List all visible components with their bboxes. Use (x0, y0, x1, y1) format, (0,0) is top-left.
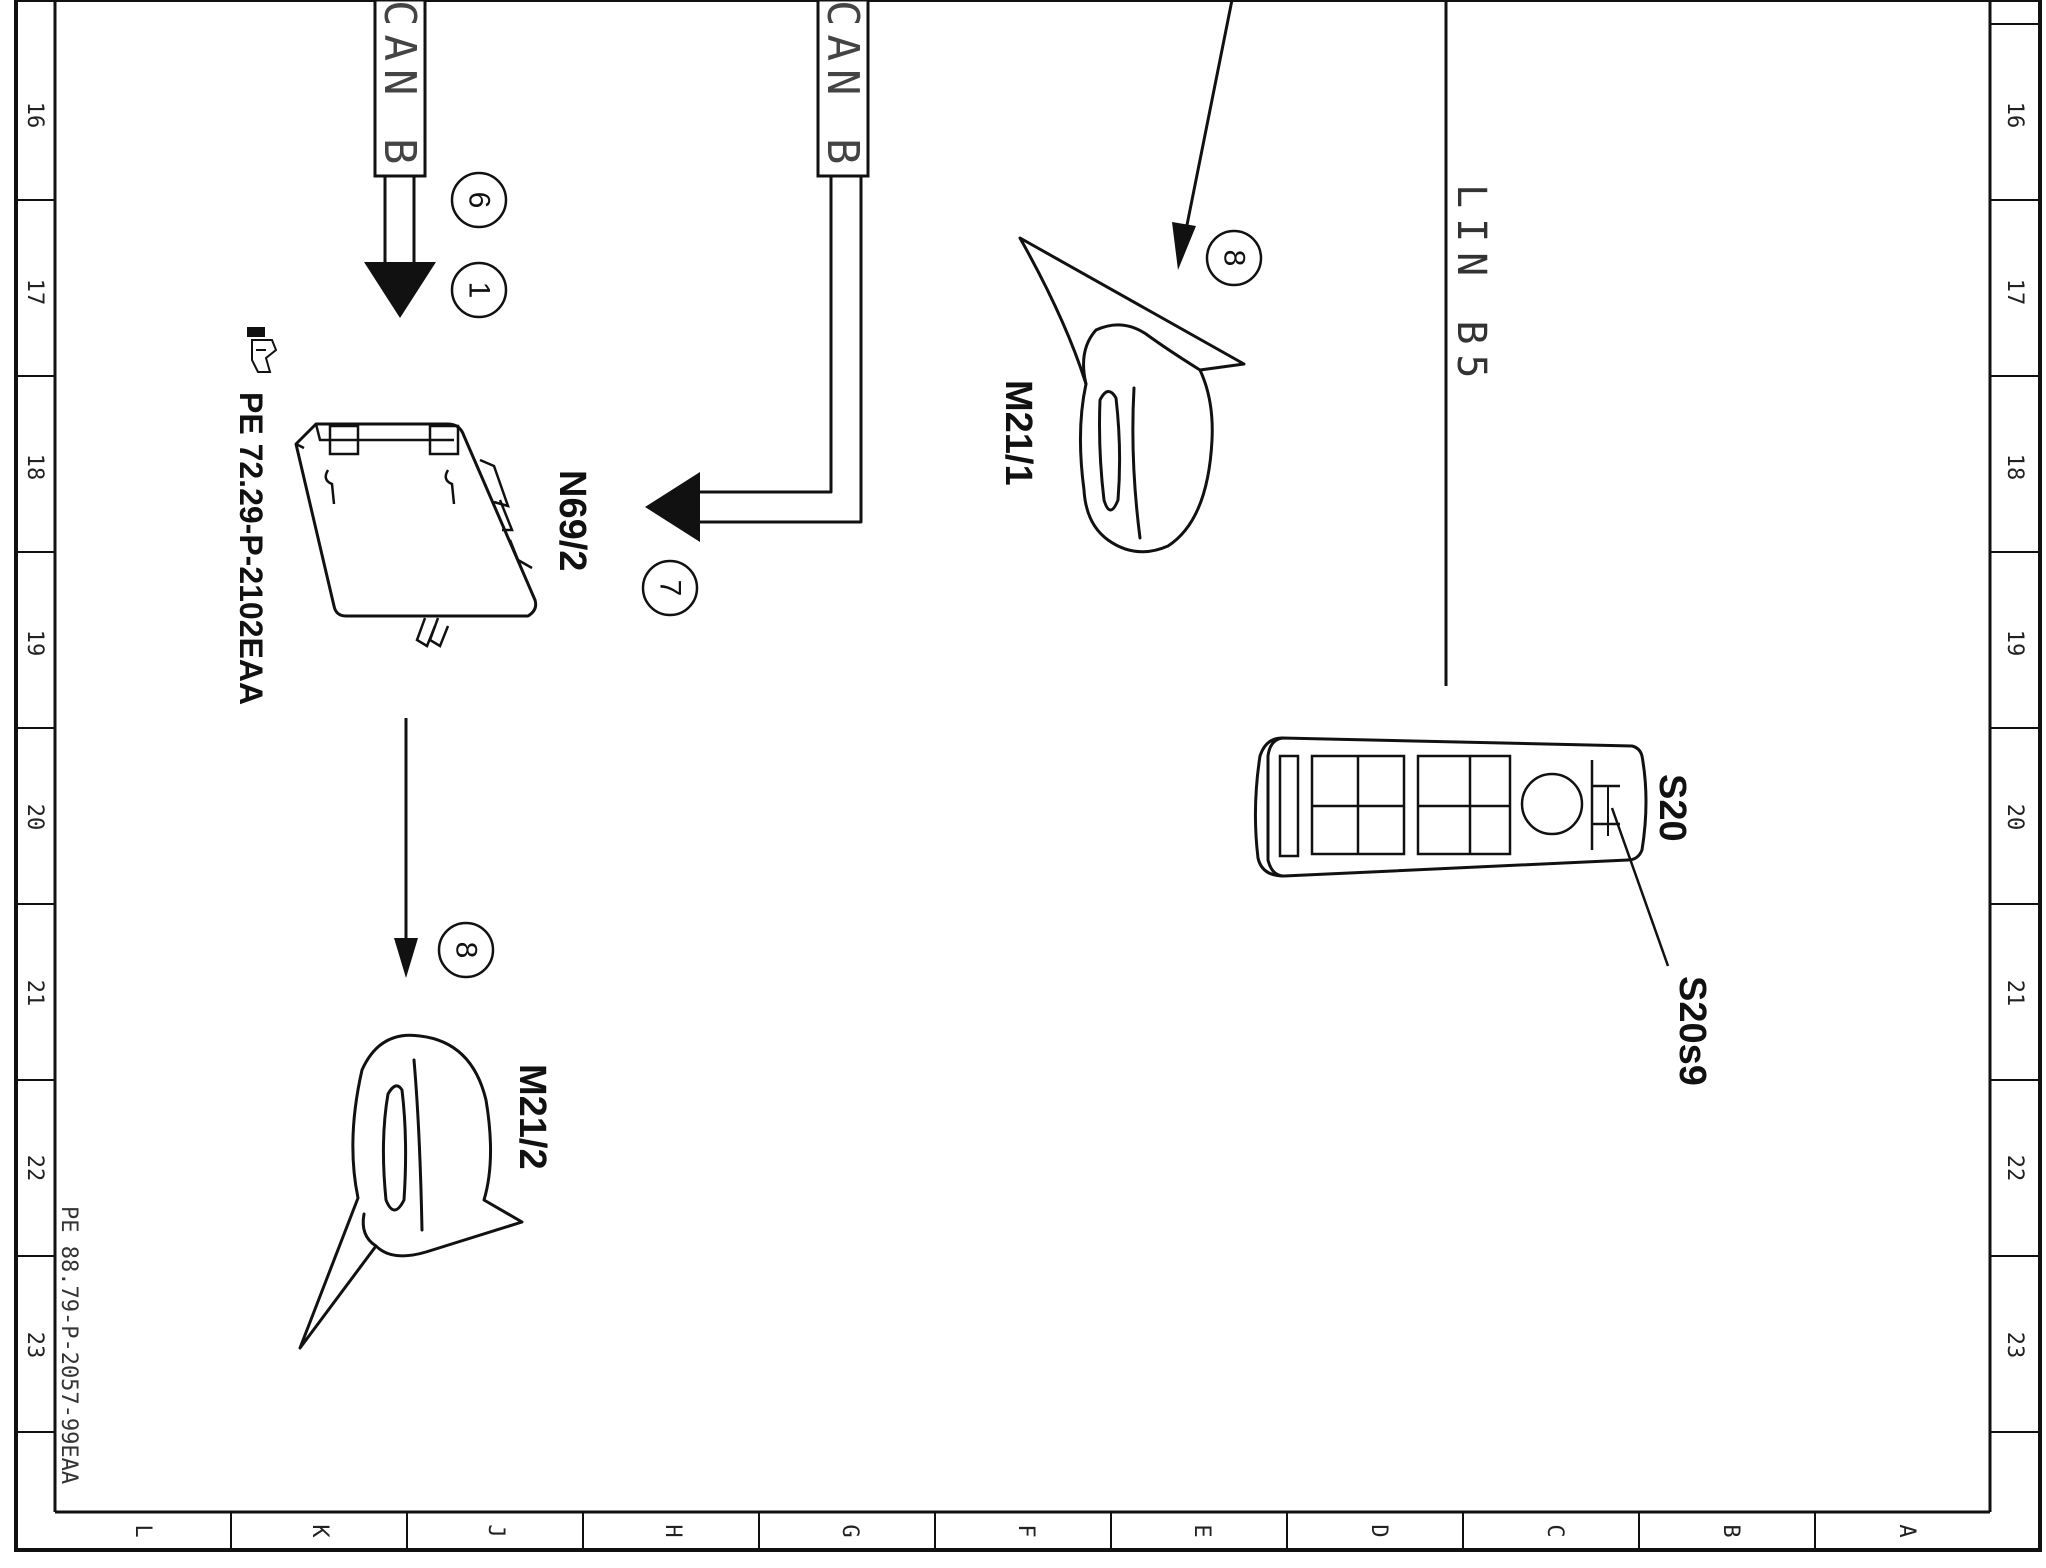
row-label-18-left: 18 (22, 454, 47, 481)
footer-reference-label: PE 88.79-P-2057-99EAA (56, 1206, 81, 1484)
col-label-G: G (837, 1524, 862, 1537)
col-label-H: H (660, 1524, 685, 1537)
row-label-20-right: 20 (2002, 804, 2027, 831)
left-grid-ticks (16, 199, 55, 1433)
callout-6: 6 (450, 171, 508, 229)
col-label-A: A (1894, 1524, 1919, 1537)
can-bus-right: CAN B (645, 0, 870, 542)
right-grid-ticks (1990, 23, 2040, 1433)
drawing-frame (14, 0, 2042, 1552)
lin-bus-label: LIN B5 (1448, 184, 1494, 389)
n69-2-module (294, 422, 538, 648)
col-label-L: L (130, 1524, 155, 1537)
col-label-J: J (483, 1524, 508, 1537)
n69-2-label: N69/2 (551, 470, 593, 571)
callout-8-bottom-num: 8 (450, 942, 483, 959)
col-label-F: F (1013, 1524, 1038, 1537)
right-row-labels: 16 17 18 19 20 21 22 23 (2002, 102, 2027, 1359)
callout-8-bottom: 8 (437, 921, 495, 979)
signal-arrow-to-m21-2 (394, 718, 418, 978)
bottom-grid-ticks (230, 1512, 1816, 1550)
pointing-hand-icon (247, 327, 278, 373)
col-label-K: K (307, 1524, 332, 1538)
s20-switch-panel (1253, 736, 1648, 878)
m21-1-mirror (1018, 236, 1246, 554)
s20s9-leader-line (1610, 807, 1670, 967)
can-bus-right-box (816, 0, 870, 178)
row-label-21-right: 21 (2002, 980, 2027, 1007)
can-bus-left-box (373, 0, 427, 178)
callout-1-num: 1 (463, 282, 496, 299)
module-reference-label: PE 72.29-P-2102EAA (233, 392, 269, 705)
s20-round-button (1520, 772, 1584, 836)
row-label-23-right: 23 (2002, 1332, 2027, 1359)
callout-6-num: 6 (463, 192, 496, 209)
callout-8-top: 8 (1205, 229, 1263, 287)
signal-arrow-to-m21-1 (1172, 0, 1234, 270)
bottom-column-labels: L K J H G F E D C B A (130, 1524, 1919, 1538)
can-bus-left-label: CAN B (374, 0, 425, 172)
row-label-23-left: 23 (22, 1332, 47, 1359)
callout-7: 7 (641, 559, 699, 617)
row-label-17-right: 17 (2002, 279, 2027, 306)
m21-2-mirror (298, 1033, 524, 1350)
col-label-C: C (1542, 1524, 1567, 1537)
can-bus-right-label: CAN B (817, 0, 868, 172)
row-label-19-left: 19 (22, 630, 47, 657)
s20s9-label: S20s9 (1671, 976, 1713, 1086)
row-label-18-right: 18 (2002, 454, 2027, 481)
s20-label: S20 (1651, 774, 1693, 842)
callout-7-num: 7 (654, 580, 687, 597)
row-label-17-left: 17 (22, 279, 47, 306)
col-label-B: B (1718, 1524, 1743, 1537)
callout-8-top-num: 8 (1218, 250, 1251, 267)
row-label-16-right: 16 (2002, 102, 2027, 129)
left-row-labels: 16 17 18 19 20 21 22 23 (22, 102, 47, 1359)
col-label-E: E (1189, 1524, 1214, 1537)
m21-2-label: M21/2 (511, 1064, 553, 1170)
row-label-22-right: 22 (2002, 1155, 2027, 1182)
m21-1-label: M21/1 (997, 380, 1039, 486)
s20-left-key (1278, 754, 1300, 858)
row-label-22-left: 22 (22, 1155, 47, 1182)
row-label-20-left: 20 (22, 804, 47, 831)
col-label-D: D (1366, 1524, 1391, 1537)
callout-1: 1 (450, 261, 508, 319)
can-bus-left: CAN B (364, 0, 436, 318)
row-label-16-left: 16 (22, 102, 47, 129)
row-label-21-left: 21 (22, 980, 47, 1007)
row-label-19-right: 19 (2002, 630, 2027, 657)
